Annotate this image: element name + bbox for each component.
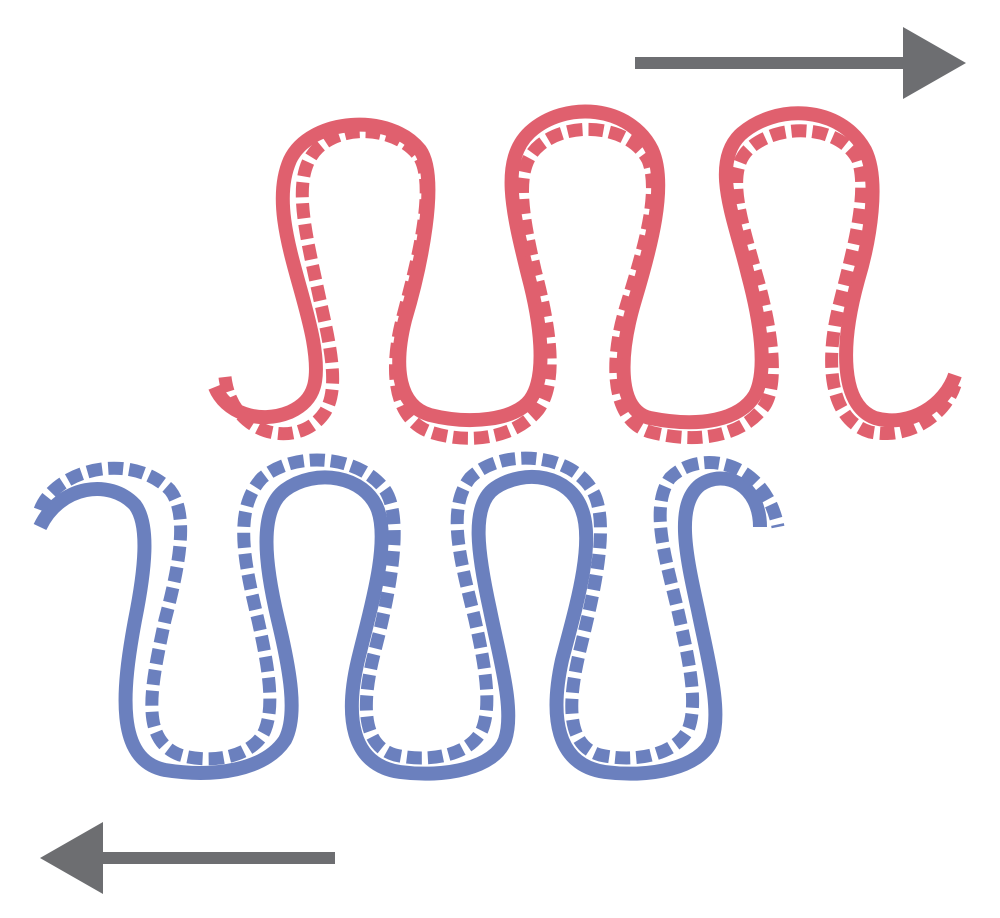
- bottom-strand-dashed-line: [33, 451, 785, 766]
- bottom-strand-solid-line: [33, 469, 767, 781]
- arrow-left-icon: [40, 822, 335, 894]
- top-strand: [208, 104, 962, 445]
- bottom-strand: [33, 451, 785, 781]
- top-strand-solid-line: [208, 104, 962, 430]
- arrow-right-icon: [635, 27, 966, 99]
